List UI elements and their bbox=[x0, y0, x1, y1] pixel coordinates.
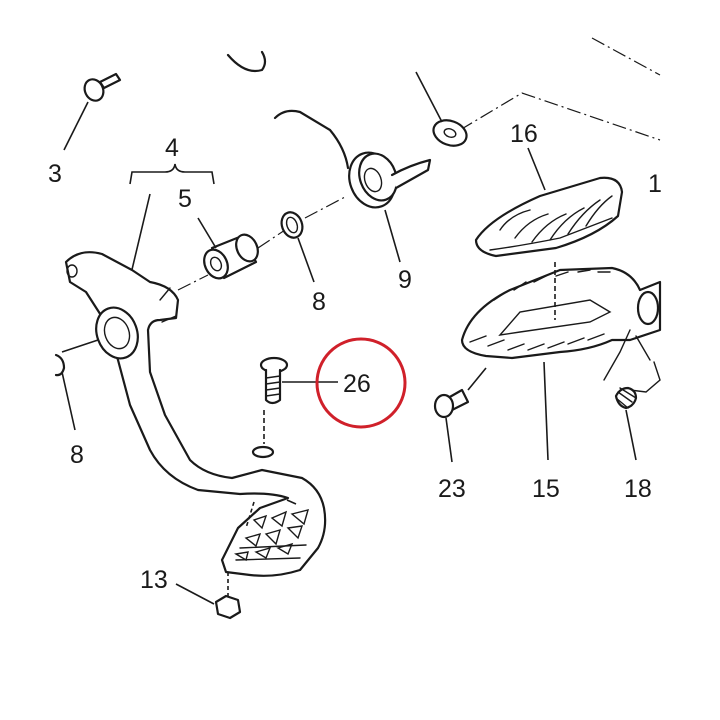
assembly-axis-top-right bbox=[591, 37, 661, 76]
brake-pedal-4 bbox=[61, 251, 327, 577]
leader-4 bbox=[129, 193, 151, 279]
o-ring-8-center bbox=[280, 211, 315, 283]
o-ring-8-left bbox=[54, 353, 66, 377]
bushing-5 bbox=[197, 217, 259, 280]
washer-top bbox=[415, 71, 468, 147]
pedal-grip-pattern bbox=[234, 509, 310, 562]
callout-9: 9 bbox=[398, 266, 412, 294]
assembly-axis-upper-right bbox=[459, 92, 661, 141]
callout-5: 5 bbox=[178, 185, 192, 213]
callout-8-left: 8 bbox=[70, 441, 84, 469]
nut-13 bbox=[175, 572, 242, 620]
partial-part-top bbox=[226, 50, 267, 73]
callout-1-partial: 1 bbox=[648, 170, 662, 198]
bolt-23 bbox=[433, 367, 487, 463]
torsion-spring-9 bbox=[273, 109, 432, 263]
highlight-circle-26 bbox=[315, 337, 407, 429]
bracket-4 bbox=[129, 163, 215, 185]
callout-13: 13 bbox=[140, 566, 168, 594]
callout-16: 16 bbox=[510, 120, 538, 148]
callout-15: 15 bbox=[532, 475, 560, 503]
callout-3-partial: 3 bbox=[48, 160, 62, 188]
callout-23: 23 bbox=[438, 475, 466, 503]
callout-4: 4 bbox=[165, 134, 179, 162]
spring-18 bbox=[614, 386, 638, 461]
bolt-26 bbox=[251, 356, 338, 459]
callout-8-center: 8 bbox=[312, 288, 326, 316]
bolt-3 bbox=[63, 72, 122, 151]
footpeg-rubber-16 bbox=[474, 147, 624, 258]
footpeg-15 bbox=[460, 262, 662, 461]
assembly-axis-shaft bbox=[177, 196, 346, 291]
callout-18: 18 bbox=[624, 475, 652, 503]
callout-26: 26 bbox=[343, 370, 371, 398]
